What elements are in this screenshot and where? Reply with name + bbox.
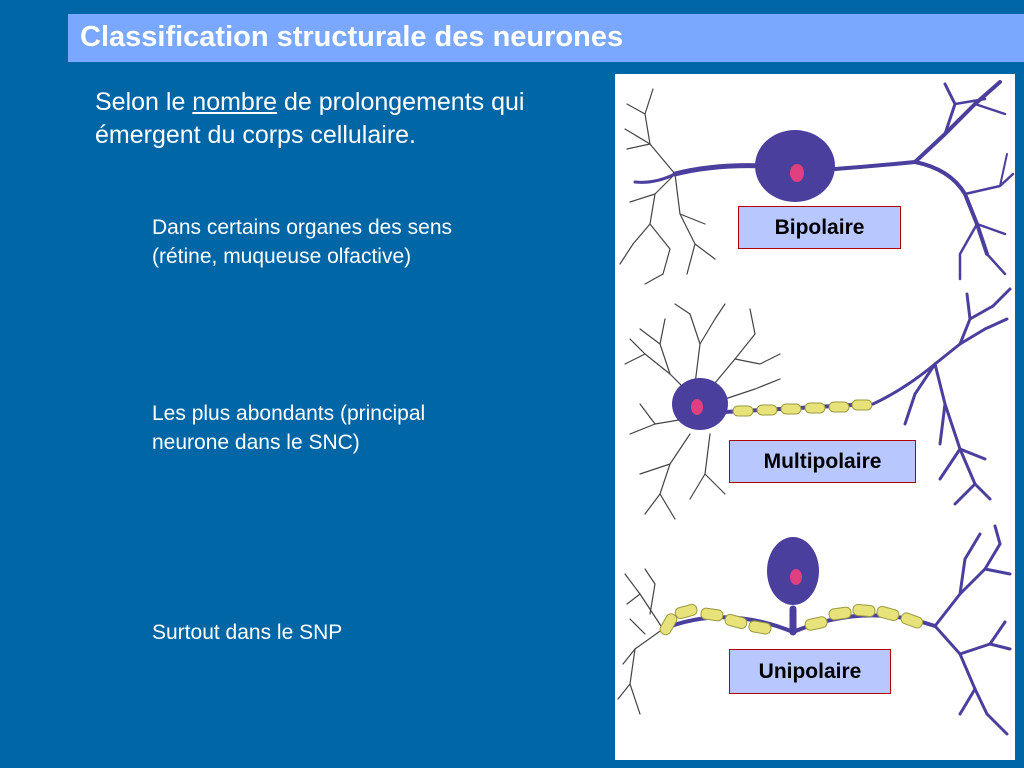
multipolar-myelin [732, 399, 873, 417]
bipolar-left-dendrites [619, 88, 716, 285]
unipolar-neuron [617, 524, 1012, 736]
description-line: Surtout dans le SNP [152, 621, 343, 644]
multipolar-label: Multipolaire [729, 440, 916, 483]
bipolar-description: Dans certains organes des sens (rétine, … [152, 213, 552, 271]
intro-underlined: nombre [192, 88, 278, 116]
unipolar-central-branches [933, 524, 1012, 736]
bipolar-neuron [619, 80, 1015, 285]
description-line: Les plus abondants (principal [152, 402, 426, 425]
unipolar-myelin [659, 603, 924, 636]
neuron-illustrations [617, 80, 1015, 736]
unipolar-description: Surtout dans le SNP [152, 618, 552, 647]
multipolar-description: Les plus abondants (principal neurone da… [152, 399, 552, 457]
multipolar-neuron [624, 287, 1012, 520]
bipolar-label: Bipolaire [738, 206, 901, 249]
multipolar-axon-terminals [871, 287, 1012, 506]
description-line: Dans certains organes des sens [152, 216, 452, 239]
intro-part1: Selon le [95, 88, 193, 116]
intro-part2: de prolongements qui émergent du corps c… [95, 88, 525, 149]
intro-text: Selon le nombre de prolongements qui éme… [95, 86, 605, 152]
bipolar-nucleus [790, 164, 804, 182]
description-line: neurone dans le SNC) [152, 431, 360, 454]
unipolar-label: Unipolaire [729, 649, 891, 694]
unipolar-peripheral-branches [617, 568, 664, 715]
neuron-illustration-panel: Bipolaire Multipolaire Unipolaire [615, 74, 1015, 760]
unipolar-nucleus [790, 569, 802, 585]
page-title: Classification structurale des neurones [80, 21, 624, 53]
multipolar-nucleus [691, 399, 703, 415]
title-bar: Classification structurale des neurones [68, 14, 1024, 62]
description-line: (rétine, muqueuse olfactive) [152, 245, 412, 268]
